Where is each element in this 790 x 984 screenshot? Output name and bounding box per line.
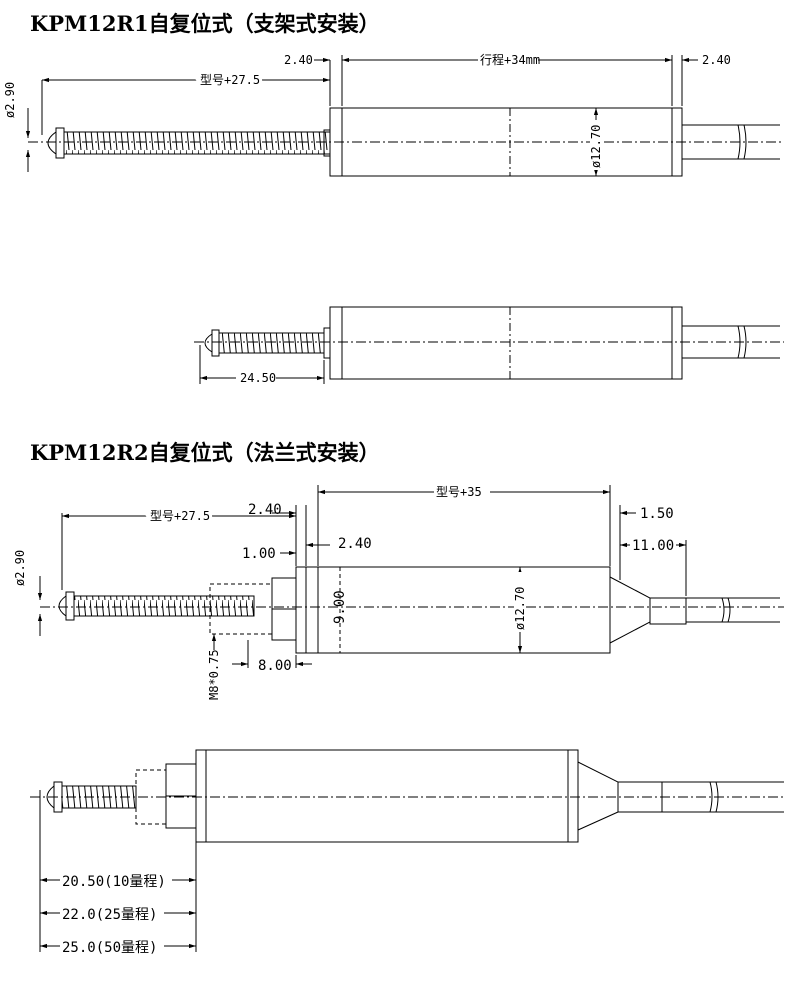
- r2-top-dim-inner: 9.00: [332, 590, 348, 624]
- r1-top-dim-stroke: 行程+34mm: [480, 52, 540, 67]
- r2-bottom-dim-10: 20.50(10量程): [62, 874, 166, 890]
- r2-bottom-dim-25: 22.0(25量程): [62, 907, 157, 923]
- r2-top-dim-body-length: 型号+35: [436, 485, 482, 499]
- r2-top-dim-tail-gap: 1.50: [640, 506, 674, 522]
- r1-bottom-dim-rod: 24.50: [240, 371, 276, 385]
- r1-top-dim-gap-right: 2.40: [702, 53, 731, 67]
- r2-top-dim-flange: 1.00: [242, 546, 276, 562]
- r2-top-dim-gap-1: 2.40: [248, 502, 282, 518]
- r2-top-dim-length: 型号+27.5: [150, 509, 210, 523]
- r1-top-dim-tip-dia: ø2.90: [3, 82, 17, 118]
- r2-top-dim-gap-2: 2.40: [338, 536, 372, 552]
- r2-top-dim-tail: 11.00: [632, 538, 674, 554]
- title-r2: KPM12R2自复位式（法兰式安装）: [30, 440, 380, 465]
- r1-top-drawing: [25, 55, 784, 177]
- svg-text:型号+27.5: 型号+27.5: [150, 509, 210, 523]
- r1-top-spring: [63, 131, 331, 155]
- r2-bottom-dim-50: 25.0(50量程): [62, 940, 157, 956]
- title-r1: KPM12R1自复位式（支架式安装）: [30, 11, 380, 36]
- r2-top-dim-tip-dia: ø2.90: [13, 550, 27, 586]
- r1-top-dim-gap-left: 2.40: [284, 53, 313, 67]
- r1-top-dim-body-dia: ø12.70: [589, 125, 603, 168]
- r2-top-drawing: [37, 485, 784, 668]
- r1-top-dim-length: 型号+27.5: [200, 73, 260, 87]
- r2-top-dim-body-dia: ø12.70: [513, 587, 527, 630]
- r2-top-dim-nut: 8.00: [258, 658, 292, 674]
- svg-text:型号+27.5: 型号+27.5: [200, 73, 260, 87]
- r1-bottom-drawing: [194, 306, 784, 384]
- r2-top-dim-thread: M8*0.75: [207, 649, 221, 700]
